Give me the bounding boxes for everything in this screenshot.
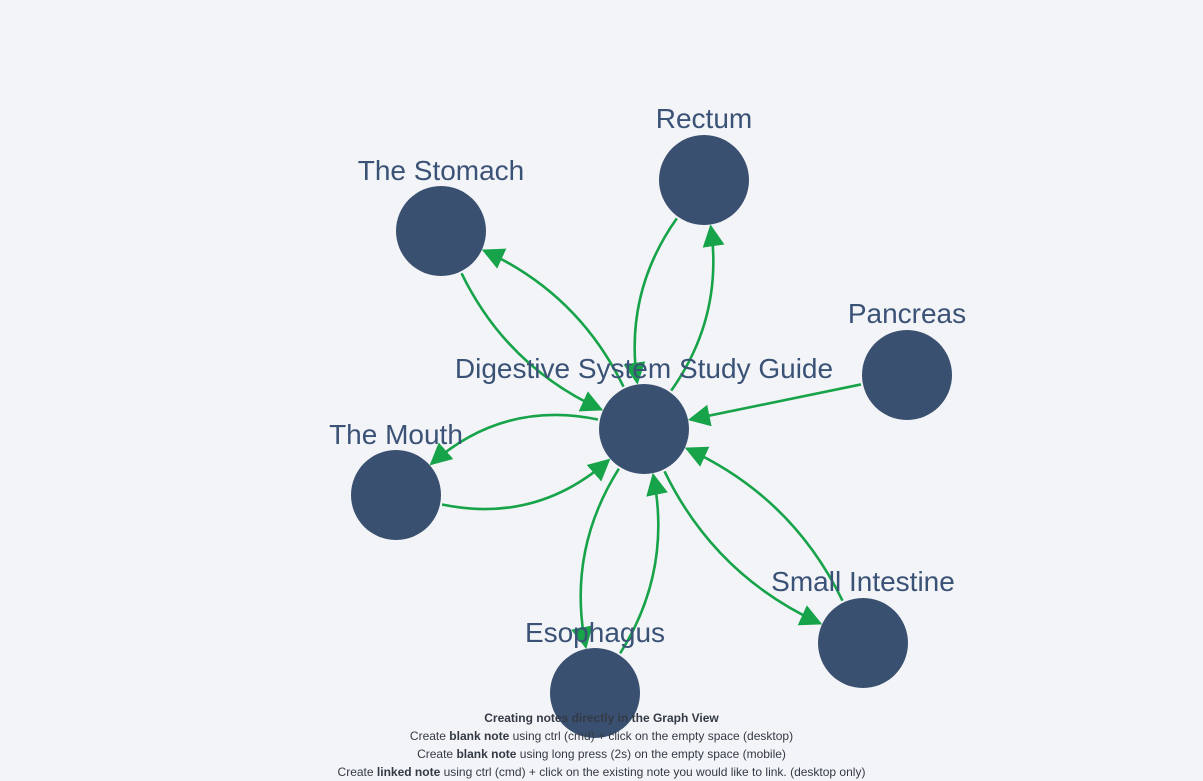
help-title: Creating notes directly in the Graph Vie…: [0, 709, 1203, 727]
help-line-bold: linked note: [376, 765, 441, 779]
edge-guide-to-small: [663, 470, 823, 626]
labels-layer: Digestive System Study Guide The Stomach R…: [329, 103, 966, 648]
graph-node-rectum[interactable]: [659, 135, 749, 225]
edge-stomach-to-guide: [460, 272, 604, 412]
graph-node-pancreas[interactable]: [862, 330, 952, 420]
graph-node-label-small: Small Intestine: [771, 566, 955, 597]
graph-node-esophagus[interactable]: [550, 648, 640, 738]
help-line-text: using ctrl (cmd) + click on the empty sp…: [509, 729, 794, 743]
graph-node-label-esophagus: Esophagus: [525, 617, 665, 648]
help-line-text: Create: [409, 729, 450, 743]
edge-guide-to-mouth: [429, 413, 599, 466]
edge-guide-to-esophagus: [571, 468, 620, 650]
help-line-2: Create blank note using long press (2s) …: [0, 745, 1203, 763]
help-title-text: Creating notes directly in the Graph Vie…: [484, 711, 719, 725]
graph-node-label-pancreas: Pancreas: [848, 298, 966, 329]
graph-node-stomach[interactable]: [396, 186, 486, 276]
graph-node-label-mouth: The Mouth: [329, 419, 463, 450]
help-line-bold: blank note: [456, 747, 517, 761]
help-line-text: Create: [337, 765, 377, 779]
help-line-text: Create: [417, 747, 457, 761]
graph-node-label-rectum: Rectum: [656, 103, 752, 134]
edge-esophagus-to-guide: [619, 472, 668, 654]
help-line-3: Create linked note using ctrl (cmd) + cl…: [0, 763, 1203, 781]
edge-pancreas-to-guide: [687, 383, 862, 427]
edge-guide-to-rectum: [670, 224, 725, 392]
edge-mouth-to-guide: [441, 458, 611, 511]
edges-layer: [429, 217, 862, 654]
help-line-1: Create blank note using ctrl (cmd) + cli…: [0, 727, 1203, 745]
graph-help-panel: Creating notes directly in the Graph Vie…: [0, 709, 1203, 781]
help-line-text: using ctrl (cmd) + click on the existing…: [440, 765, 866, 779]
help-line-bold: blank note: [449, 729, 510, 743]
nodes-layer: [351, 135, 952, 738]
edge-small-to-guide: [684, 446, 844, 602]
help-line-text: using long press (2s) on the empty space…: [516, 747, 786, 761]
edge-guide-to-stomach: [481, 248, 625, 388]
graph-node-label-guide: Digestive System Study Guide: [455, 353, 833, 384]
graph-node-small[interactable]: [818, 598, 908, 688]
edge-rectum-to-guide: [623, 217, 678, 385]
graph-node-guide[interactable]: [599, 384, 689, 474]
graph-node-mouth[interactable]: [351, 450, 441, 540]
graph-node-label-stomach: The Stomach: [358, 155, 525, 186]
